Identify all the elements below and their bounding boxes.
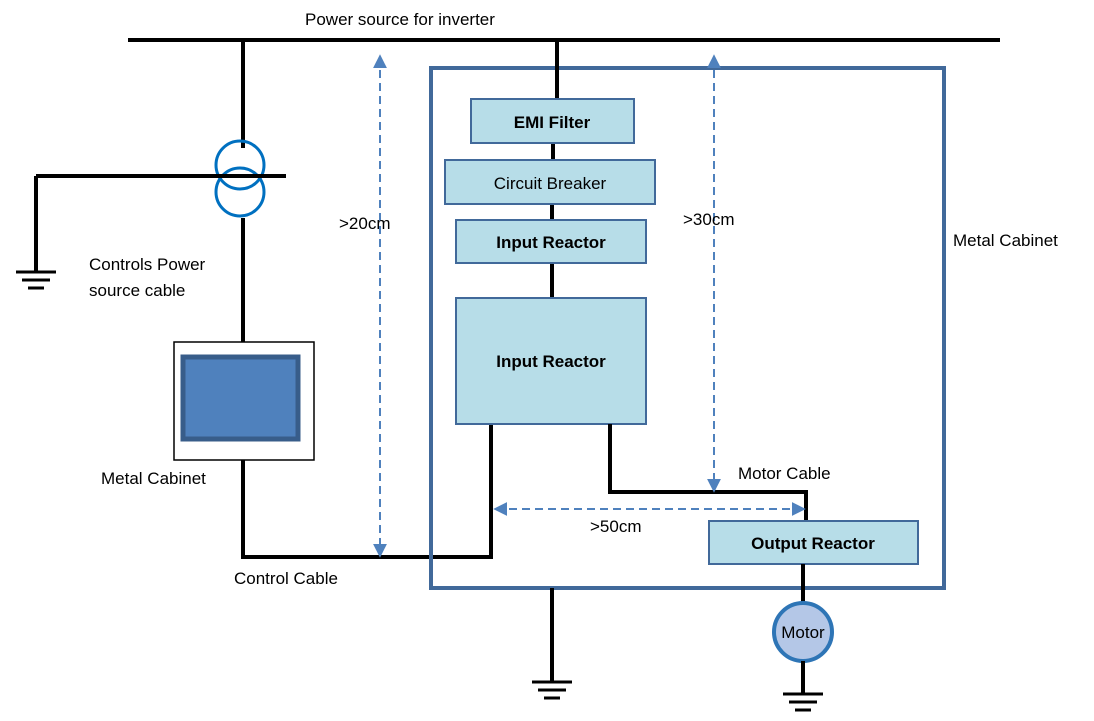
output-reactor-block: Output Reactor [708, 520, 919, 565]
dimension-20cm-label: >20cm [339, 214, 391, 233]
controls-power-label-line1: Controls Power [89, 255, 206, 274]
power-source-label: Power source for inverter [305, 10, 495, 29]
input-reactor-small-block: Input Reactor [455, 219, 647, 264]
ground-icon-left [16, 270, 56, 290]
ground-icon-cabinet [532, 680, 572, 700]
motor-icon: Motor [772, 601, 834, 663]
dimension-30cm-label: >30cm [683, 210, 735, 229]
small-metal-cabinet-label: Metal Cabinet [101, 469, 206, 488]
ground-icon-motor [783, 692, 823, 712]
motor-label: Motor [781, 623, 825, 642]
emi-filter-block: EMI Filter [470, 98, 635, 144]
control-device [180, 354, 301, 442]
main-metal-cabinet [429, 66, 946, 590]
emi-filter-label: EMI Filter [514, 113, 591, 132]
circuit-breaker-label: Circuit Breaker [494, 174, 607, 193]
input-reactor-small-label: Input Reactor [496, 233, 606, 252]
controls-power-label-line2: source cable [89, 281, 185, 300]
circuit-breaker-block: Circuit Breaker [444, 159, 656, 205]
input-reactor-large-block: Input Reactor [455, 297, 647, 425]
control-cable-label: Control Cable [234, 569, 338, 588]
dimension-50cm-label: >50cm [590, 517, 642, 536]
motor-cable-label: Motor Cable [738, 464, 831, 483]
transformer-icon [214, 139, 266, 218]
input-reactor-large-label: Input Reactor [496, 352, 606, 371]
main-metal-cabinet-label: Metal Cabinet [953, 231, 1058, 250]
output-reactor-label: Output Reactor [751, 534, 875, 553]
